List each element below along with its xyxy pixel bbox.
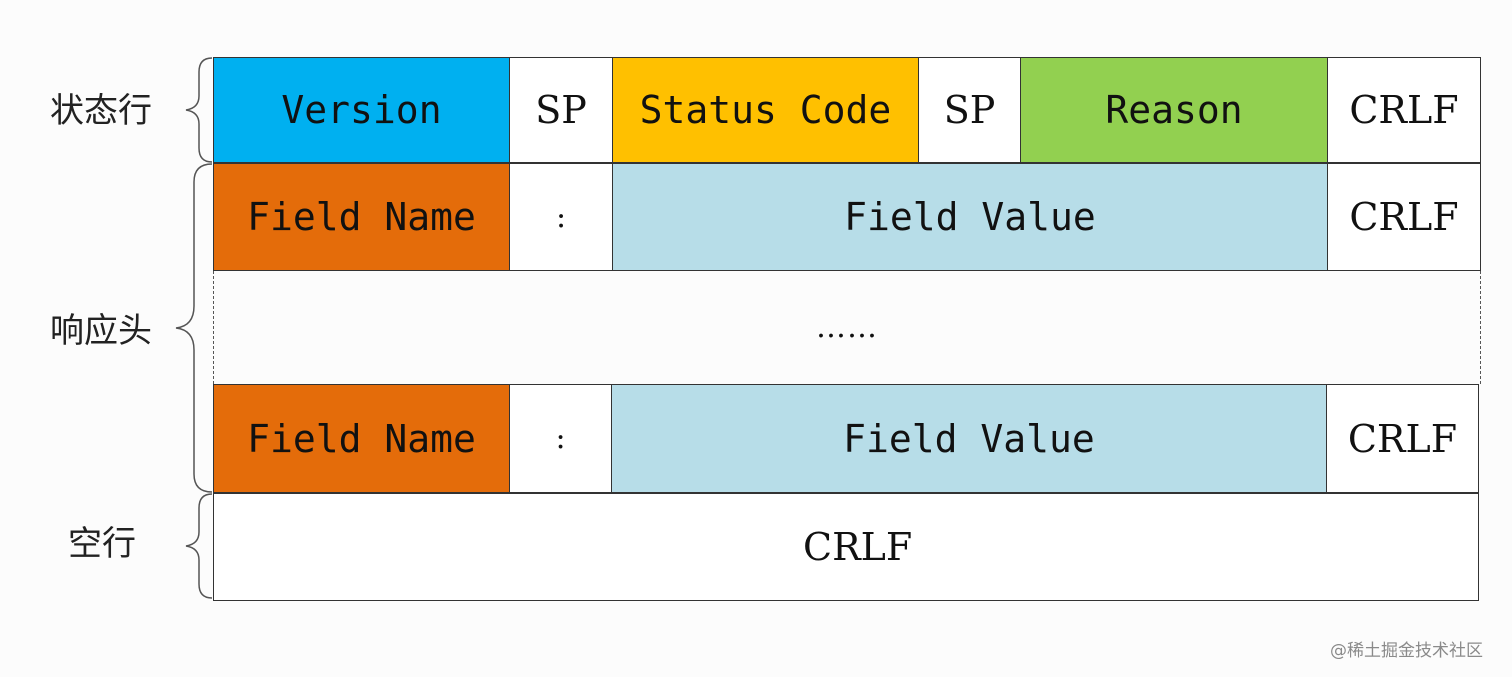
blank-line-crlf-cell: CRLF [213, 493, 1479, 601]
braces-group [175, 57, 213, 599]
reason-cell: Reason [1020, 57, 1328, 163]
header-crlf-cell-2: CRLF [1326, 384, 1479, 493]
response-headers-brace [175, 163, 213, 493]
blank-line-label: 空行 [68, 524, 136, 564]
sp-cell-1: SP [509, 57, 613, 163]
sp-cell-2: SP [918, 57, 1021, 163]
version-cell: Version [213, 57, 510, 163]
blank-line-brace [185, 493, 213, 599]
ellipsis-row: …… [213, 271, 1481, 384]
status-code-cell: Status Code [612, 57, 919, 163]
colon-cell-2: : [509, 384, 612, 493]
field-name-cell-1: Field Name [213, 163, 510, 271]
field-value-cell-2: Field Value [611, 384, 1327, 493]
status-line-brace [185, 57, 213, 163]
response-headers-label: 响应头 [50, 311, 152, 351]
header-crlf-cell-1: CRLF [1327, 163, 1481, 271]
field-value-cell-1: Field Value [612, 163, 1328, 271]
status-crlf-cell: CRLF [1327, 57, 1481, 163]
field-name-cell-2: Field Name [213, 384, 510, 493]
colon-cell-1: : [509, 163, 613, 271]
status-line-label: 状态行 [50, 91, 152, 131]
watermark-text: @稀土掘金技术社区 [1330, 641, 1483, 661]
